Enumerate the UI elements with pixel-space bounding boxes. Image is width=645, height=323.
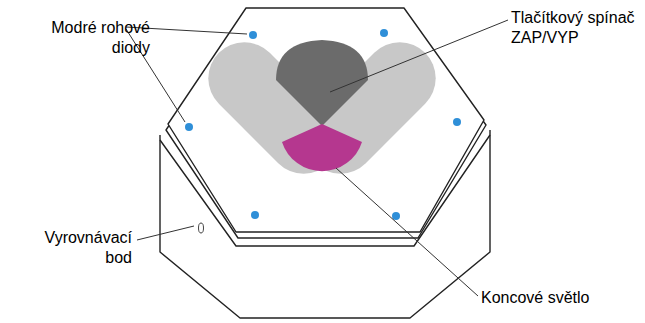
leader-line <box>330 20 508 92</box>
end-light <box>282 124 362 171</box>
blue-led <box>249 31 257 39</box>
blue-led <box>380 29 388 37</box>
lid-top <box>168 8 484 232</box>
leader-line <box>137 226 194 240</box>
leader-line <box>336 168 478 296</box>
power-button <box>276 40 368 126</box>
led-label: Modré rohové diody <box>35 18 150 58</box>
blue-led <box>392 212 400 220</box>
end-light-label: Koncové světlo <box>481 288 641 308</box>
alignment-mark <box>199 223 204 233</box>
blue-led <box>453 118 461 126</box>
switch-label: Tlačítkový spínač ZAP/VYP <box>511 8 641 48</box>
blue-led <box>185 123 193 131</box>
alignment-label: Vyrovnávací bod <box>20 228 132 268</box>
blue-led <box>251 211 259 219</box>
